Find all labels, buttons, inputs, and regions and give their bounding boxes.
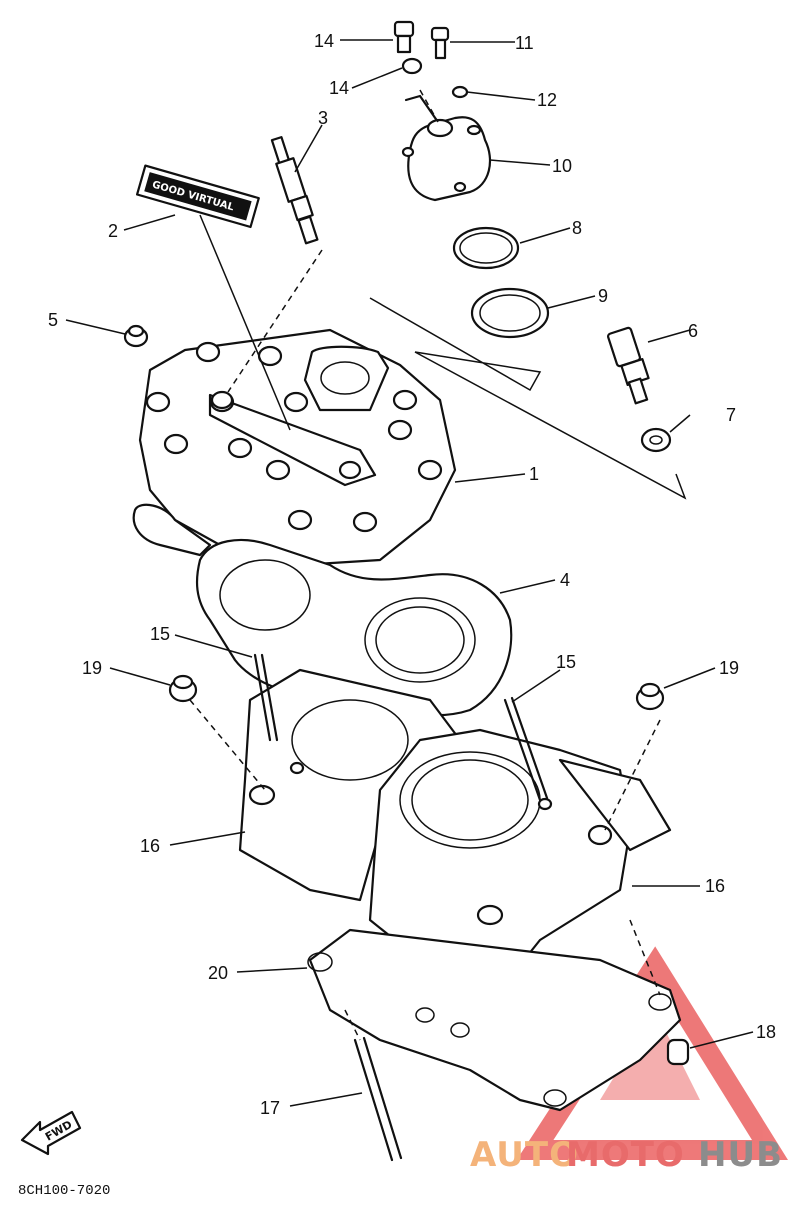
callout-19: 19 <box>719 658 739 678</box>
callout-16: 16 <box>140 836 160 856</box>
callout-15: 15 <box>556 652 576 672</box>
callout-15: 15 <box>150 624 170 644</box>
o-ring-part <box>452 226 520 270</box>
watermark-hub: HUB <box>698 1135 783 1175</box>
callout-17: 17 <box>260 1098 280 1118</box>
callout-16: 16 <box>705 876 725 896</box>
sticker-part: GOOD VIRTUAL <box>135 164 260 229</box>
stud-part <box>353 1036 403 1162</box>
callout-20: 20 <box>208 963 228 983</box>
callout-6: 6 <box>688 321 698 341</box>
callout-10: 10 <box>552 156 572 176</box>
callout-14: 14 <box>329 78 349 98</box>
callout-2: 2 <box>108 221 118 241</box>
callout-11: 11 <box>515 33 534 53</box>
seal-part <box>470 287 550 339</box>
temp-sensor-part <box>607 326 650 405</box>
callout-18: 18 <box>756 1022 776 1042</box>
cylinder-head-part <box>132 328 457 567</box>
spark-plug-part <box>270 136 319 245</box>
watermark-auto: AUTO <box>470 1135 579 1175</box>
base-gasket-part <box>307 928 682 1112</box>
washer-part <box>401 57 423 75</box>
right-cylinder-part <box>368 728 672 992</box>
diagram-code: 8CH100-7020 <box>18 1183 110 1199</box>
dowel-pin-part <box>666 1038 690 1066</box>
washer-part <box>451 85 469 99</box>
fwd-arrow-icon: FWD <box>20 1110 82 1156</box>
callout-5: 5 <box>48 310 58 330</box>
outlet-cover-part <box>401 94 492 202</box>
washer-part <box>640 427 672 453</box>
callout-7: 7 <box>726 405 736 425</box>
callout-3: 3 <box>318 108 328 128</box>
leader-lines <box>65 39 754 1107</box>
callout-labels: 14 11 14 12 3 10 2 8 9 5 6 7 1 4 15 19 1… <box>48 31 776 1118</box>
watermark-logo: AUTO MOTO HUB <box>470 1135 783 1175</box>
stud-part <box>253 653 549 802</box>
callout-1: 1 <box>529 464 539 484</box>
callout-13: 14 <box>314 31 334 51</box>
bolt-part <box>393 20 450 60</box>
callout-19: 19 <box>82 658 102 678</box>
callout-12: 12 <box>537 90 557 110</box>
callout-4: 4 <box>560 570 570 590</box>
callout-8: 8 <box>572 218 582 238</box>
watermark-moto: MOTO <box>566 1135 685 1175</box>
head-gasket-part <box>195 538 513 717</box>
callout-9: 9 <box>598 286 608 306</box>
